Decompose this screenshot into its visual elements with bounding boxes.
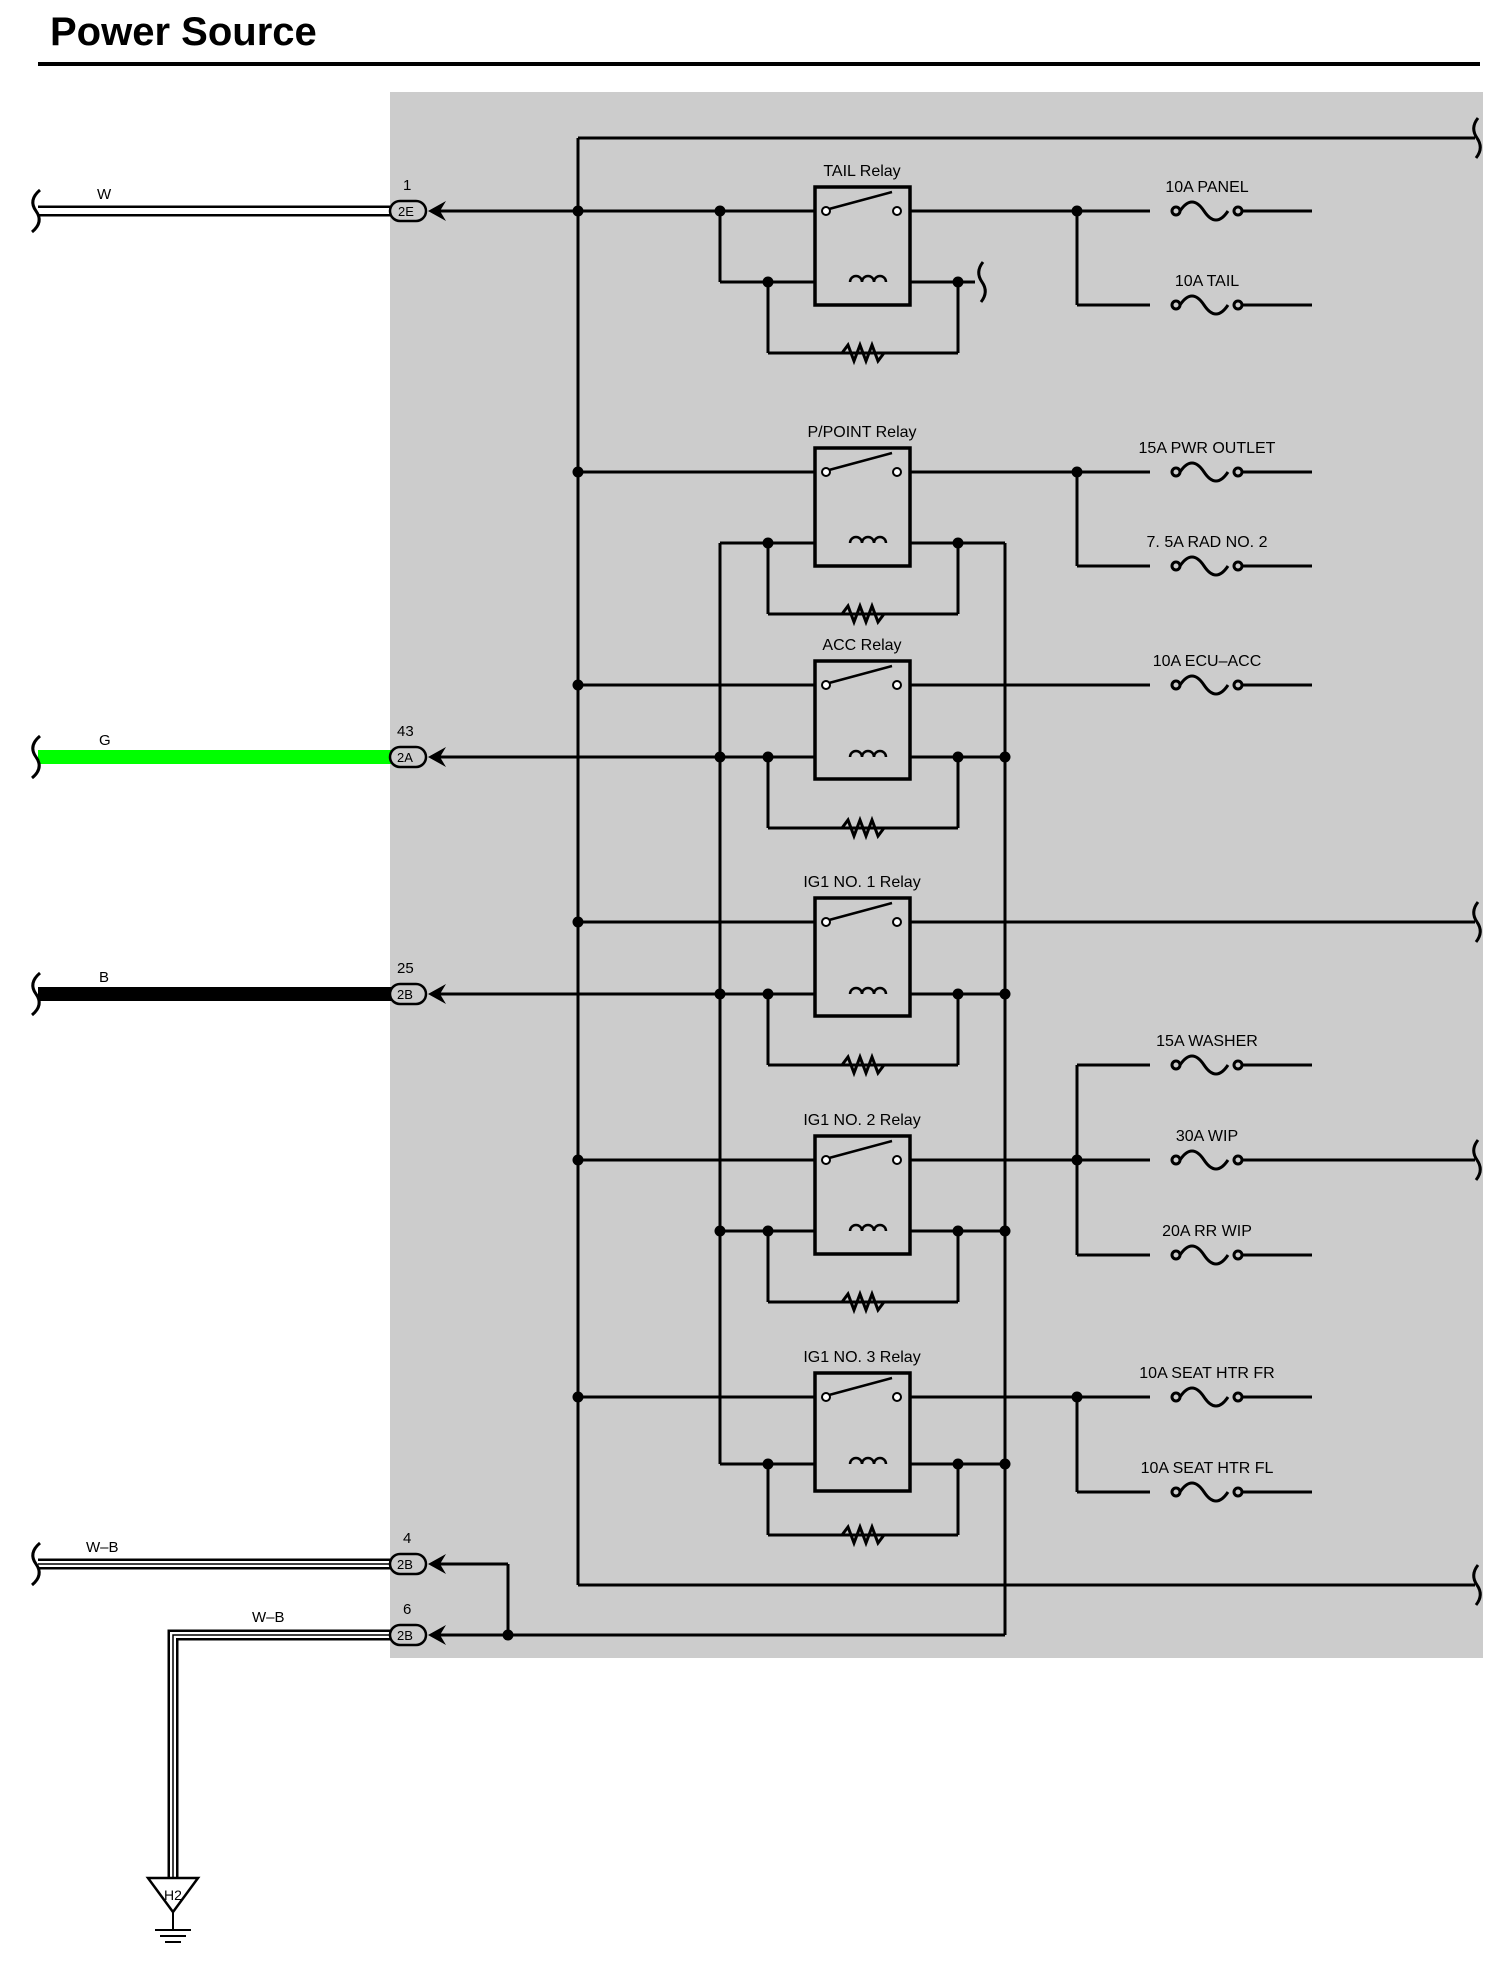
connector-2e bbox=[388, 199, 446, 223]
fuse-icon bbox=[1150, 1244, 1244, 1266]
fuse-icon bbox=[1150, 294, 1244, 316]
fuse-icon bbox=[1150, 1386, 1244, 1408]
wire-color-wb: W–B bbox=[86, 1539, 119, 1556]
title-rule bbox=[38, 62, 1480, 66]
fuse-icon bbox=[1150, 555, 1244, 577]
fuse-label: 10A ECU–ACC bbox=[1153, 653, 1262, 670]
relay-tail bbox=[813, 185, 912, 307]
connector-2a bbox=[388, 745, 446, 769]
connector-2b bbox=[388, 982, 446, 1006]
fuse-icon bbox=[1150, 1481, 1244, 1503]
relay-ig1-no3 bbox=[813, 1371, 912, 1493]
relay-label: TAIL Relay bbox=[823, 163, 900, 180]
wire-wb-6 bbox=[167, 1629, 392, 1878]
pin-number: 1 bbox=[403, 177, 411, 194]
wire-break-icon bbox=[30, 1541, 42, 1587]
relay-label: IG1 NO. 3 Relay bbox=[803, 1349, 920, 1366]
fuse-icon bbox=[1150, 461, 1244, 483]
fuse-label: 30A WIP bbox=[1176, 1128, 1238, 1145]
fuse-label: 10A TAIL bbox=[1175, 273, 1239, 290]
connector-2b bbox=[388, 1552, 446, 1576]
relay-icons bbox=[813, 185, 912, 1493]
relay-acc bbox=[813, 659, 912, 781]
relay-label: IG1 NO. 2 Relay bbox=[803, 1112, 920, 1129]
fuse-icon bbox=[1150, 674, 1244, 696]
fuse-label: 10A PANEL bbox=[1165, 179, 1248, 196]
pin-number: 6 bbox=[403, 1601, 411, 1618]
relay-label: ACC Relay bbox=[822, 637, 901, 654]
pin-number: 4 bbox=[403, 1530, 411, 1547]
external-wires bbox=[30, 188, 392, 1878]
fuse-label: 15A PWR OUTLET bbox=[1139, 440, 1276, 457]
connector-label: 2B bbox=[397, 987, 413, 1002]
wire-break-icon bbox=[30, 188, 42, 234]
fuse-label: 20A RR WIP bbox=[1162, 1223, 1252, 1240]
relay-ig1-no2 bbox=[813, 1134, 912, 1256]
fuse-icon bbox=[1150, 1054, 1244, 1076]
page-title: Power Source bbox=[50, 10, 317, 54]
wire-break-icon bbox=[30, 971, 42, 1017]
relay-block-panel bbox=[390, 92, 1483, 1658]
connector-2b bbox=[388, 1623, 446, 1647]
wire-color-b: B bbox=[99, 969, 109, 986]
wire-color-g: G bbox=[99, 732, 111, 749]
wire-color-wb: W–B bbox=[252, 1609, 285, 1626]
junction-dots bbox=[502, 205, 1083, 1641]
connector-label: 2B bbox=[397, 1557, 413, 1572]
fuse-label: 10A SEAT HTR FR bbox=[1139, 1365, 1274, 1382]
relay-label: IG1 NO. 1 Relay bbox=[803, 874, 920, 891]
fuse-label: 7. 5A RAD NO. 2 bbox=[1147, 534, 1268, 551]
wire-color-w: W bbox=[97, 186, 112, 203]
fuse-label: 10A SEAT HTR FL bbox=[1141, 1460, 1274, 1477]
relay-ppoint bbox=[813, 446, 912, 568]
fuse-icons bbox=[1150, 200, 1244, 1503]
connector-label: 2B bbox=[397, 1628, 413, 1643]
ground-icon: H2 bbox=[145, 1876, 201, 1943]
relay-ig1-no1 bbox=[813, 896, 912, 1018]
wire-break-icon bbox=[30, 734, 42, 780]
connector-label: 2E bbox=[398, 204, 414, 219]
pin-number: 25 bbox=[397, 960, 414, 977]
pin-number: 43 bbox=[397, 723, 414, 740]
break-icons bbox=[977, 117, 1482, 1606]
fuse-label: 15A WASHER bbox=[1156, 1033, 1258, 1050]
connector-label: 2A bbox=[397, 750, 413, 765]
connector-icons bbox=[388, 199, 446, 1647]
relay-label: P/POINT Relay bbox=[807, 424, 916, 441]
fuse-icon bbox=[1150, 1149, 1244, 1171]
ground-label: H2 bbox=[164, 1887, 182, 1903]
resistor-icons bbox=[840, 340, 886, 1548]
fuse-icon bbox=[1150, 200, 1244, 222]
